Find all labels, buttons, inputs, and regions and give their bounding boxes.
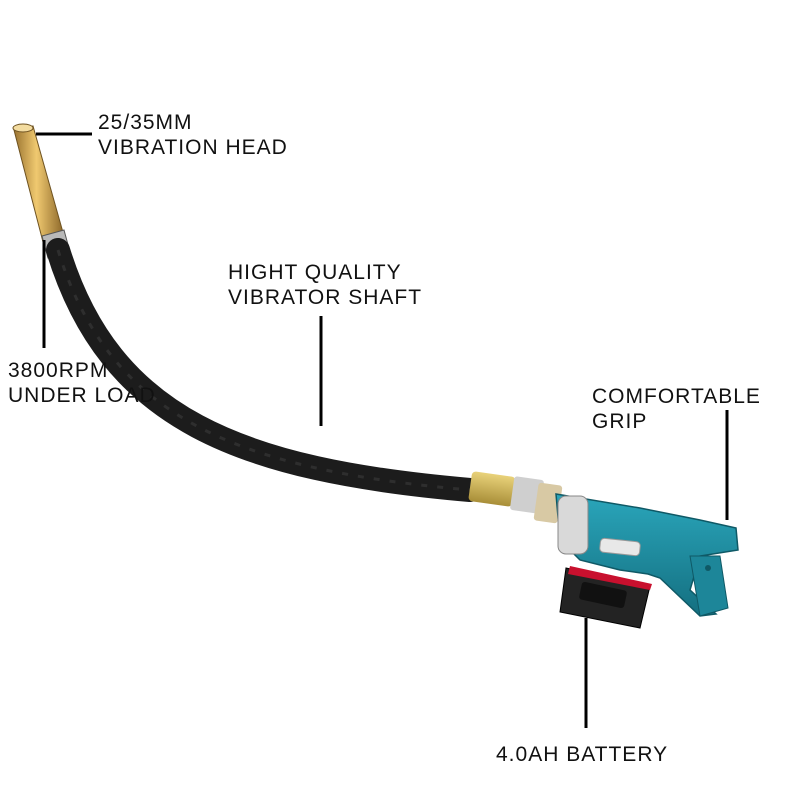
battery-pack	[559, 566, 652, 629]
callout-shaft-line1: HIGHT QUALITY	[228, 261, 402, 284]
callout-rpm-line1: 3800RPM	[8, 359, 109, 382]
callout-grip: COMFORTABLE GRIP	[592, 384, 761, 434]
motor-body	[555, 493, 739, 617]
callout-shaft-line2: VIBRATOR SHAFT	[228, 286, 423, 309]
callout-vibration-head: 25/35MM VIBRATION HEAD	[98, 110, 288, 160]
callout-battery: 4.0AH BATTERY	[496, 742, 668, 767]
callout-grip-line2: GRIP	[592, 410, 648, 433]
callout-vibration-head-line2: VIBRATION HEAD	[98, 136, 288, 159]
callout-shaft: HIGHT QUALITY VIBRATOR SHAFT	[228, 260, 422, 310]
callout-rpm-line2: UNDER LOAD	[8, 384, 156, 407]
callout-grip-line1: COMFORTABLE	[592, 385, 761, 408]
callout-rpm: 3800RPM UNDER LOAD	[8, 358, 156, 408]
shaft-coupling	[468, 471, 563, 524]
vibration-head	[12, 123, 71, 259]
callout-battery-line1: 4.0AH BATTERY	[496, 743, 669, 766]
callout-vibration-head-line1: 25/35MM	[98, 111, 193, 134]
